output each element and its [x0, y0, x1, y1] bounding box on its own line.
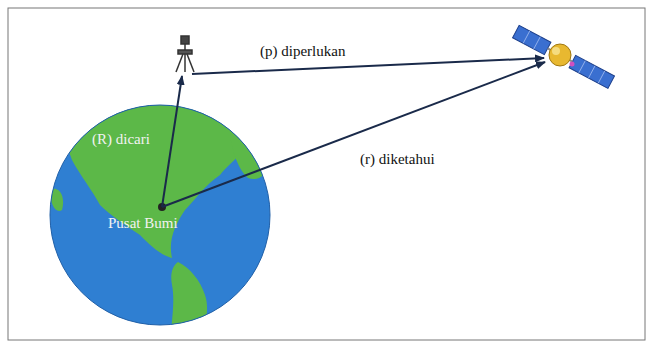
frame — [8, 8, 645, 340]
satellite-symbol — [513, 25, 615, 88]
vector-label: (p) diperlukan — [258, 42, 347, 60]
vector-R — [162, 76, 182, 207]
tripod-symbol — [176, 36, 194, 72]
vector-r — [162, 62, 545, 207]
vector-label: (R) dicari — [92, 130, 150, 148]
vector-label: (r) diketahui — [358, 150, 437, 168]
vector-p — [192, 58, 544, 74]
vector-arrows — [162, 58, 545, 207]
earth-globe — [50, 98, 270, 340]
point-label: Pusat Bumi — [108, 214, 178, 232]
